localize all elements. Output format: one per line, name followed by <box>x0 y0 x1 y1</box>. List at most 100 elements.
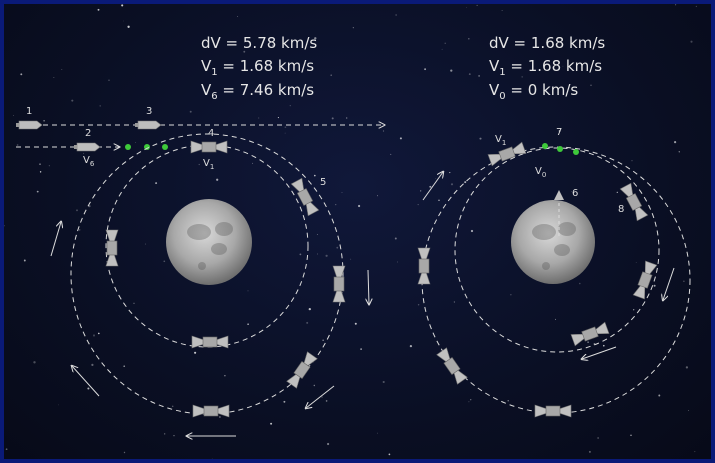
star <box>470 399 472 401</box>
star <box>555 318 556 320</box>
label-6: 6 <box>572 188 578 199</box>
left-inner-orbit <box>105 144 309 348</box>
star <box>247 323 249 326</box>
star <box>420 190 422 192</box>
star <box>675 4 677 6</box>
star <box>571 191 572 192</box>
star <box>590 84 592 86</box>
craft-orbiting <box>332 265 346 303</box>
star <box>683 280 685 282</box>
star <box>97 332 100 335</box>
ascent-craft <box>554 190 564 200</box>
moon-right-maria <box>532 222 576 270</box>
craft-position-4 <box>190 140 228 154</box>
star <box>470 229 474 233</box>
star <box>155 182 158 185</box>
craft-orbiting <box>417 247 431 285</box>
burn-dot <box>573 149 579 155</box>
star <box>633 309 635 311</box>
star <box>616 191 618 194</box>
star <box>91 363 94 367</box>
star <box>144 243 147 245</box>
star <box>674 141 677 144</box>
star <box>16 144 19 146</box>
label-5: 5 <box>320 177 326 188</box>
star <box>127 25 130 28</box>
star <box>121 4 124 7</box>
craft-position-2 <box>73 142 101 152</box>
star <box>48 165 50 167</box>
star <box>449 172 451 174</box>
star <box>468 73 471 76</box>
burn-dot <box>162 144 168 150</box>
star <box>71 99 74 102</box>
right-eq-v1: V1 = 1.68 km/s <box>489 57 602 78</box>
craft-orbiting <box>487 141 527 167</box>
star <box>316 234 318 235</box>
star <box>429 185 432 188</box>
star <box>435 178 436 180</box>
star <box>464 181 467 184</box>
star <box>316 253 318 255</box>
star <box>135 141 137 143</box>
star <box>270 422 273 425</box>
star <box>507 400 509 402</box>
star <box>630 434 632 436</box>
star <box>331 117 334 120</box>
direction-arrow <box>663 267 675 300</box>
star <box>123 365 126 368</box>
star <box>360 348 362 350</box>
label-v0: V0 <box>535 166 546 179</box>
star <box>173 435 175 437</box>
star <box>635 262 637 263</box>
star <box>243 50 246 53</box>
star <box>308 307 311 311</box>
star <box>521 76 523 78</box>
star <box>224 374 226 377</box>
star <box>277 117 279 119</box>
star <box>283 400 286 403</box>
star <box>108 79 110 81</box>
left-panel: dV = 5.78 km/s V1 = 1.68 km/s V6 = 7.46 … <box>15 34 384 436</box>
burn-dot <box>144 144 150 150</box>
star <box>284 126 287 129</box>
star <box>219 416 221 418</box>
star <box>189 110 192 113</box>
star <box>653 284 656 287</box>
star <box>510 294 512 296</box>
star <box>424 68 427 71</box>
star <box>466 7 468 8</box>
star <box>388 453 391 456</box>
star <box>289 104 291 107</box>
star <box>444 42 446 44</box>
label-7: 7 <box>556 127 562 138</box>
craft-orbiting <box>619 182 649 222</box>
star <box>321 396 323 398</box>
craft-orbiting <box>570 321 610 347</box>
craft-orbiting <box>286 351 318 389</box>
star <box>39 163 41 165</box>
star <box>396 261 398 263</box>
star <box>322 339 324 341</box>
star <box>376 195 378 197</box>
direction-arrow <box>50 222 61 257</box>
star <box>341 192 343 194</box>
star <box>53 77 55 78</box>
moon-left-maria <box>187 222 233 270</box>
label-1: 1 <box>26 106 32 117</box>
star <box>314 174 316 177</box>
direction-arrow <box>72 366 100 397</box>
craft-orbiting <box>290 177 320 217</box>
star <box>192 438 193 440</box>
star <box>4 224 5 227</box>
right-eq-v0: V0 = 0 km/s <box>489 81 578 102</box>
star <box>417 303 420 306</box>
craft-position-3 <box>134 120 162 130</box>
diagram-canvas: dV = 5.78 km/s V1 = 1.68 km/s V6 = 7.46 … <box>4 4 697 459</box>
star <box>299 253 302 256</box>
star <box>335 203 337 206</box>
star <box>97 8 100 11</box>
star <box>346 117 348 119</box>
star <box>468 401 470 403</box>
starfield <box>4 4 697 459</box>
